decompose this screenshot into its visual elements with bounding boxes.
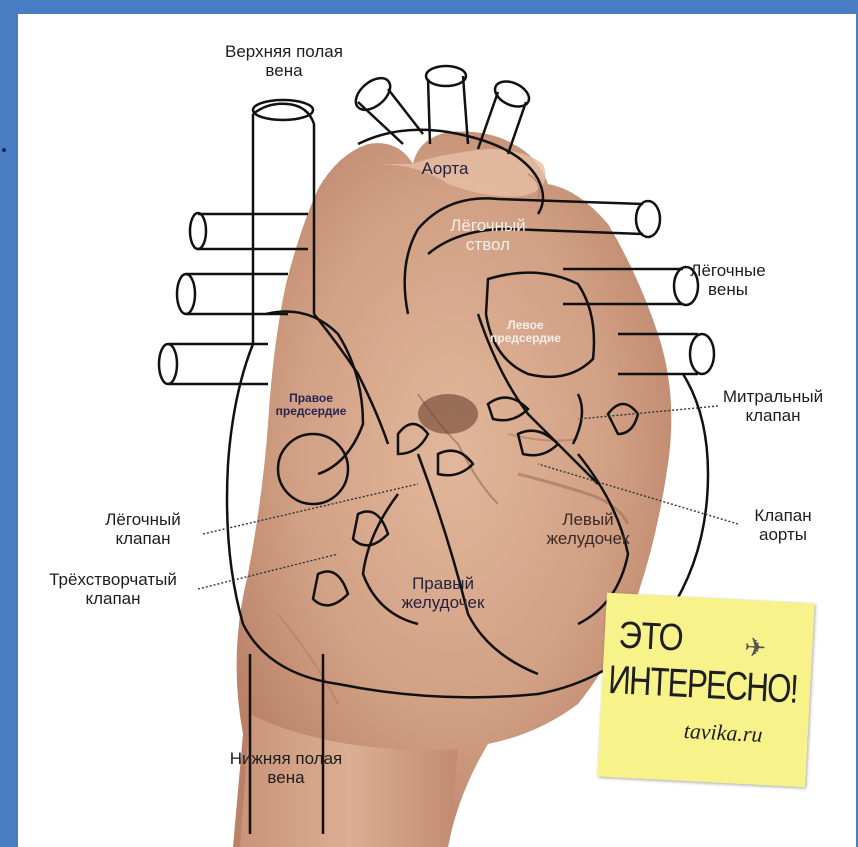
label-pulmonary-trunk: Лёгочный ствол [423,216,553,254]
label-right-atrium: Правое предсердие [256,392,366,418]
sticker-line1: ЭТО [618,615,684,658]
label-left-atrium: Левое предсердие [478,319,573,345]
sticker-line2: ИНТЕРЕСНО! [607,659,798,711]
label-aortic-valve: Клапан аорты [733,506,833,544]
paper-plane-icon: ✈ [743,632,766,664]
border-dot [2,148,6,152]
label-tricuspid-valve: Трёхстворчатый клапан [18,570,208,608]
label-mitral-valve: Митральный клапан [703,387,843,425]
sticker-site: tavika.ru [683,719,763,747]
label-superior-vena-cava: Верхняя полая вена [194,42,374,80]
label-left-ventricle: Левый желудочек [528,510,648,548]
top-border [0,0,858,14]
image-frame: Верхняя полая вена Аорта Лёгочный ствол … [18,14,856,847]
label-right-ventricle: Правый желудочек [383,574,503,612]
left-border [0,0,18,847]
label-inferior-vena-cava: Нижняя полая вена [201,749,371,787]
tavika-sticker: ЭТО ✈ ИНТЕРЕСНО! tavika.ru [597,593,814,788]
label-pulmonary-valve: Лёгочный клапан [78,510,208,548]
label-aorta: Аорта [400,159,490,178]
label-pulmonary-veins: Лёгочные вены [673,261,783,299]
